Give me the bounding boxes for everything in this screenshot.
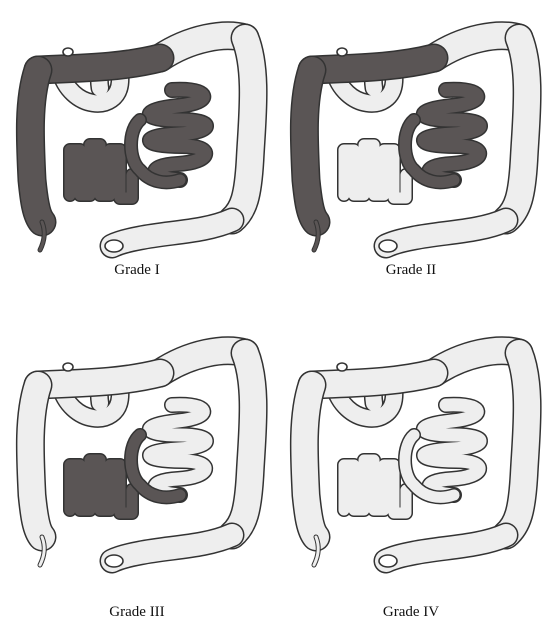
sigmoid-segment xyxy=(112,535,232,561)
intestine-diagram xyxy=(0,315,274,585)
sigmoid-segment xyxy=(112,220,232,246)
rectum-end xyxy=(379,555,397,567)
ileum-segment xyxy=(70,460,132,513)
rectum-end xyxy=(379,240,397,252)
transverse-right-segment xyxy=(38,373,160,385)
transverse-right-segment xyxy=(38,58,160,70)
ascending-segment xyxy=(304,385,316,537)
panel-grade-3: Grade III xyxy=(0,315,274,630)
jejunum-segment xyxy=(150,90,206,180)
intestine-diagram xyxy=(0,0,274,260)
intestine-diagram xyxy=(274,315,548,585)
grade-caption: Grade III xyxy=(0,604,274,621)
duodenal-end xyxy=(63,48,73,56)
duodenal-end xyxy=(337,48,347,56)
descending-segment xyxy=(232,38,253,220)
transverse-right-segment xyxy=(312,58,434,70)
descending-segment xyxy=(506,38,527,220)
ascending-segment xyxy=(304,70,316,222)
panel-grade-4: Grade IV xyxy=(274,315,548,630)
ascending-segment xyxy=(30,70,42,222)
grade-caption: Grade I xyxy=(0,262,274,279)
duodenal-end xyxy=(337,363,347,371)
ascending-segment xyxy=(30,385,42,537)
jejunum-segment xyxy=(150,405,206,495)
grade-caption: Grade IV xyxy=(274,604,548,621)
jejunum-segment xyxy=(424,90,480,180)
grade-caption: Grade II xyxy=(274,262,548,279)
jejunum-segment xyxy=(424,405,480,495)
rectum-end xyxy=(105,240,123,252)
intestine-diagram xyxy=(274,0,548,260)
rectum-end xyxy=(105,555,123,567)
descending-segment xyxy=(506,353,527,535)
panel-grade-1: Grade I xyxy=(0,0,274,315)
transverse-right-segment xyxy=(312,373,434,385)
ileum-segment xyxy=(70,145,132,198)
sigmoid-segment xyxy=(386,220,506,246)
ileum-segment xyxy=(344,145,406,198)
ileum-segment xyxy=(344,460,406,513)
descending-segment xyxy=(232,353,253,535)
duodenal-end xyxy=(63,363,73,371)
panel-grade-2: Grade II xyxy=(274,0,548,315)
sigmoid-segment xyxy=(386,535,506,561)
